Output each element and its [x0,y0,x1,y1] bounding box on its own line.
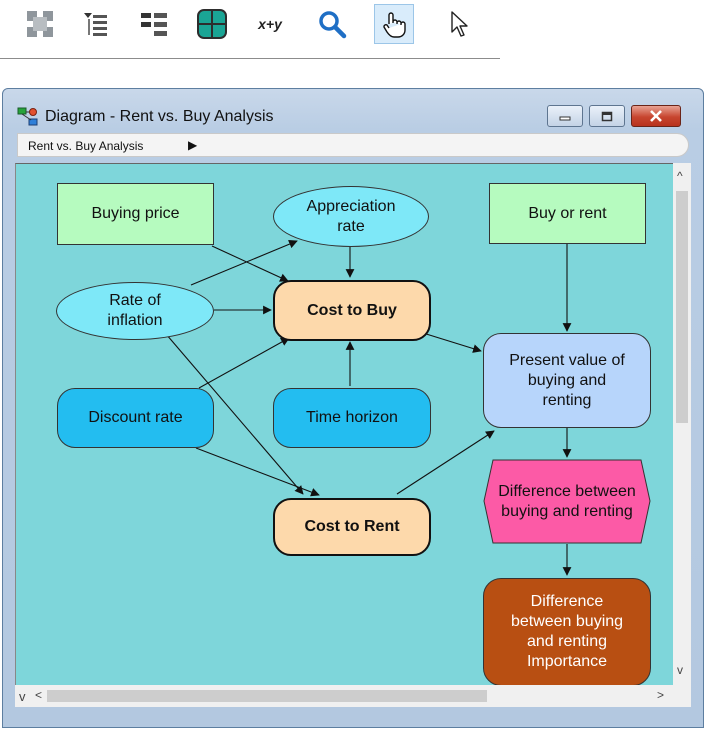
node-cost-to-rent[interactable]: Cost to Rent [273,498,431,556]
scroll-right-icon[interactable]: > [657,688,665,702]
arrow-pointer-icon[interactable] [440,4,480,44]
node-buying-price[interactable]: Buying price [57,183,214,245]
scroll-down-icon[interactable]: v [677,663,683,677]
arrow-buying-price-to-cost-to-buy [211,245,289,282]
expression-label: x+y [258,16,282,32]
arrow-inflation-to-cost-to-rent [165,333,304,495]
scroll-left-icon[interactable]: < [35,688,43,702]
node-label: Rate of inflation [107,292,163,329]
breadcrumb-label[interactable]: Rent vs. Buy Analysis [28,139,144,153]
node-label: Time horizon [306,409,398,426]
node-label: Buy or rent [528,204,607,222]
node-buy-or-rent[interactable]: Buy or rent [489,183,646,244]
node-label: Cost to Buy [307,301,397,319]
close-icon [650,110,662,122]
arrange-icon[interactable] [20,4,60,44]
scroll-menu-icon[interactable]: v [19,689,26,704]
hand-icon[interactable] [374,4,414,44]
node-label: Present value of buying and renting [509,351,625,409]
maximize-button[interactable] [589,105,625,127]
arrow-cost-to-buy-to-pv [422,332,482,353]
node-label: Difference between buying and renting Im… [510,593,624,670]
arrow-cost-to-rent-to-pv [396,430,495,495]
window-title: Diagram - Rent vs. Buy Analysis [45,108,274,125]
node-rate-of-inflation[interactable]: Rate of inflation [56,282,214,340]
diagram-window: Diagram - Rent vs. Buy Analysis Rent vs.… [2,88,704,728]
breadcrumb-arrow-icon[interactable]: ▶ [188,138,198,152]
horizontal-scroll-thumb[interactable] [47,690,487,702]
node-label: Difference between buying and renting [498,482,636,520]
minimize-button[interactable] [547,105,583,127]
node-difference[interactable]: Difference between buying and renting [483,459,651,544]
node-present-value[interactable]: Present value of buying and renting [483,333,651,428]
table-icon[interactable] [192,4,232,44]
close-button[interactable] [631,105,681,127]
scroll-up-icon[interactable]: ^ [677,169,683,183]
hexagon-shape [483,459,651,544]
toolbar: x+y [0,0,500,59]
diagram-icon [17,107,39,132]
influence-arrows [165,239,572,576]
arrow-discount-to-cost-to-rent [195,447,320,497]
node-label: Appreciation rate [306,197,396,235]
node-cost-to-buy[interactable]: Cost to Buy [273,280,431,341]
node-difference-importance[interactable]: Difference between buying and renting Im… [483,578,651,686]
vertical-scroll-thumb[interactable] [676,191,688,423]
title-bar[interactable]: Diagram - Rent vs. Buy Analysis [3,89,703,131]
diagram-canvas[interactable]: Buying price Appreciation rate Buy or re… [15,163,674,686]
node-label: Discount rate [88,409,183,426]
node-time-horizon[interactable]: Time horizon [273,388,431,448]
node-appreciation-rate[interactable]: Appreciation rate [273,186,429,247]
node-label: Cost to Rent [304,518,400,535]
node-discount-rate[interactable]: Discount rate [57,388,214,448]
outline-icon[interactable] [76,4,116,44]
vertical-scrollbar[interactable]: ^ v [673,163,691,685]
expression-button[interactable]: x+y [250,4,290,44]
arrow-inflation-to-appreciation [190,239,298,286]
node-label: Buying price [91,205,180,222]
minimize-icon [559,116,571,121]
search-icon[interactable] [312,4,352,44]
maximize-icon [601,111,613,121]
breadcrumb[interactable]: Rent vs. Buy Analysis ▶ [17,133,689,157]
arrow-discount-to-cost-to-buy [198,337,290,389]
attribute-panel-icon[interactable] [134,4,174,44]
horizontal-scrollbar[interactable]: v < > [15,685,691,707]
